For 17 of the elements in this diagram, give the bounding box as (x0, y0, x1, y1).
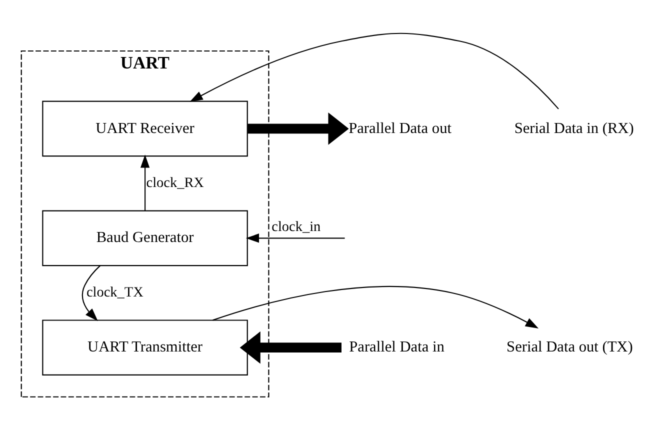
node-text: Serial Data out (TX) (506, 338, 633, 356)
arrow (140, 154, 150, 210)
node-box: UART Transmitter (42, 319, 248, 376)
arrow (248, 112, 349, 144)
node-text: Parallel Data out (348, 119, 452, 136)
node-box: UART Receiver (42, 100, 248, 156)
arrow (190, 32, 559, 109)
arrow (212, 285, 539, 328)
node-box: Baud Generator (42, 210, 248, 266)
node-text: Serial Data in (RX) (514, 119, 634, 136)
node-text: Parallel Data in (349, 338, 444, 356)
edge-label: clock_TX (86, 284, 144, 300)
arrow (240, 330, 342, 364)
arrow (246, 233, 345, 242)
edge-label: clock_in (272, 218, 321, 234)
edge-label: clock_RX (146, 174, 204, 191)
arrow (82, 264, 101, 321)
